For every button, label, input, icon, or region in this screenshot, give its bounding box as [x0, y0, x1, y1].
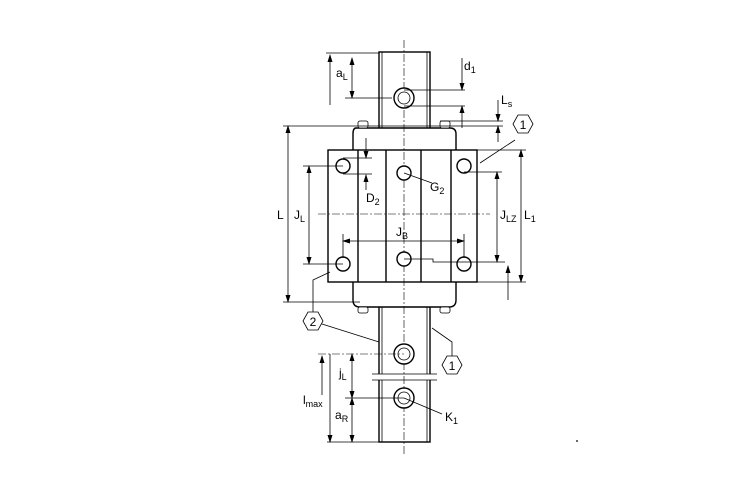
- label-L: L: [277, 208, 284, 222]
- dimension-lines: [283, 52, 526, 443]
- label-aL: aL: [336, 66, 348, 82]
- callout-1-top: 1: [512, 114, 534, 134]
- carriage: [327, 120, 478, 314]
- stray-dot: [576, 440, 578, 442]
- label-K1: K1: [445, 410, 458, 426]
- label-d1: d1: [464, 59, 476, 75]
- callout-1-bottom: 1: [441, 355, 463, 375]
- label-aR: aR: [335, 408, 349, 424]
- label-D2: D2: [366, 191, 380, 207]
- svg-text:1: 1: [520, 118, 527, 132]
- svg-text:2: 2: [310, 315, 317, 329]
- svg-text:1: 1: [449, 359, 456, 373]
- callout-2: 2: [302, 311, 324, 331]
- label-lmax: lmax: [303, 393, 323, 409]
- label-jL: jL: [338, 366, 347, 382]
- label-JL: JL: [294, 208, 305, 224]
- label-L1: L1: [524, 208, 536, 224]
- label-Ls: Ls: [501, 93, 513, 109]
- leader-lines: [312, 139, 516, 415]
- label-JB: JB: [396, 225, 408, 241]
- label-JLZ: JLZ: [500, 208, 517, 224]
- label-G2: G2: [430, 180, 444, 196]
